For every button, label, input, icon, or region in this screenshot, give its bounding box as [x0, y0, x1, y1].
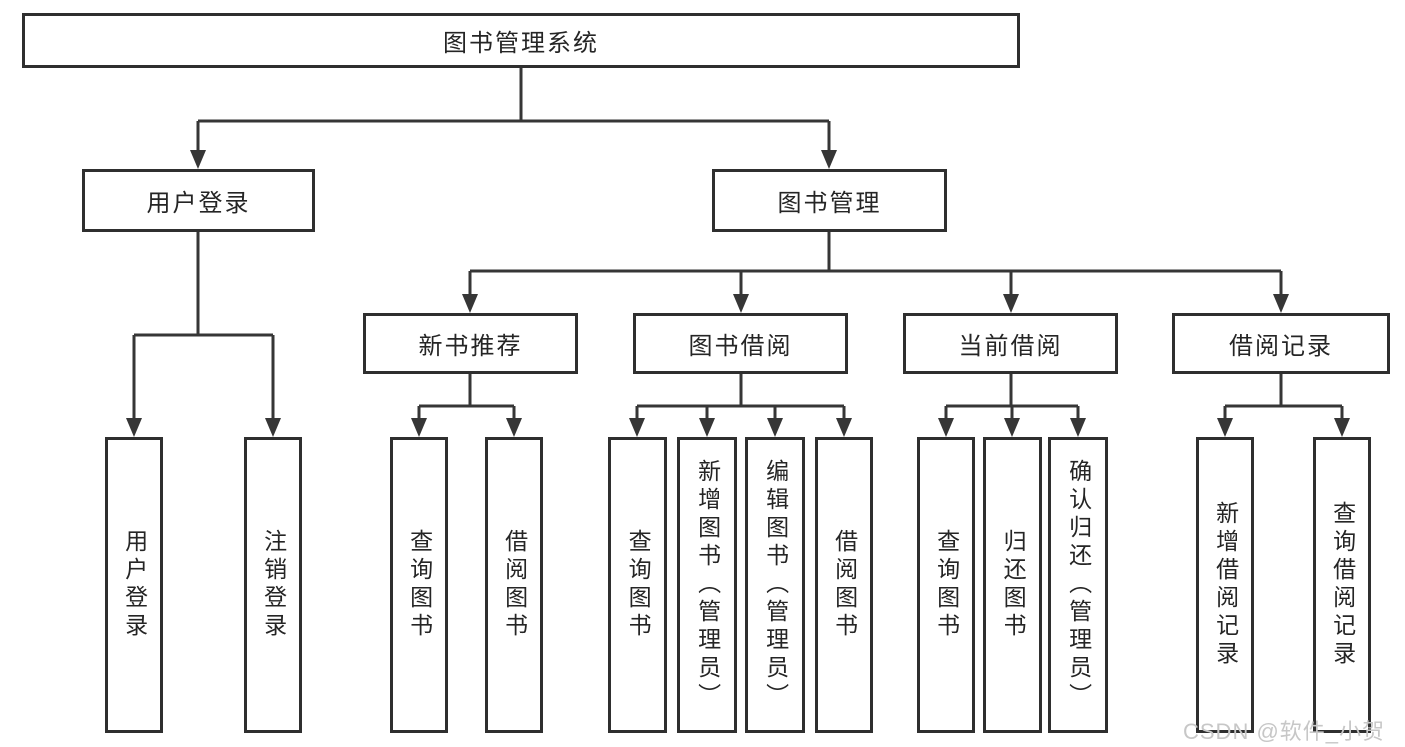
- leaf-edit-book-admin: 编辑图书（管理员）: [745, 437, 805, 733]
- arrowhead: [190, 150, 206, 169]
- leaf-query-books-recommend: 查询图书: [390, 437, 448, 733]
- leaf-borrow-books: 借阅图书: [815, 437, 873, 733]
- leaf-query-books-current: 查询图书: [917, 437, 975, 733]
- arrowhead: [938, 418, 954, 437]
- arrowhead: [462, 294, 478, 313]
- leaf-query-borrow-record: 查询借阅记录: [1313, 437, 1371, 733]
- arrowhead: [1070, 418, 1086, 437]
- leaf-return-book: 归还图书: [983, 437, 1042, 733]
- arrowhead: [836, 418, 852, 437]
- arrowhead: [1334, 418, 1350, 437]
- node-user-login: 用户登录: [82, 169, 315, 232]
- arrowhead: [1003, 294, 1019, 313]
- leaf-query-books-borrow: 查询图书: [608, 437, 667, 733]
- leaf-add-book-admin: 新增图书（管理员）: [677, 437, 737, 733]
- node-current-borrow: 当前借阅: [903, 313, 1118, 374]
- node-new-book-recommend: 新书推荐: [363, 313, 578, 374]
- arrowhead: [126, 418, 142, 437]
- node-book-borrow: 图书借阅: [633, 313, 848, 374]
- csdn-watermark: CSDN @软件_小贺同学: [1183, 719, 1386, 744]
- arrowhead: [265, 418, 281, 437]
- node-borrow-records: 借阅记录: [1172, 313, 1390, 374]
- leaf-borrow-books-recommend: 借阅图书: [485, 437, 543, 733]
- leaf-add-borrow-record: 新增借阅记录: [1196, 437, 1254, 733]
- node-book-management: 图书管理: [712, 169, 947, 232]
- arrowhead: [699, 418, 715, 437]
- arrowhead: [411, 418, 427, 437]
- arrowhead: [629, 418, 645, 437]
- arrowhead: [767, 418, 783, 437]
- arrowhead: [733, 294, 749, 313]
- node-library-system: 图书管理系统: [22, 13, 1020, 68]
- arrowhead: [506, 418, 522, 437]
- arrowhead: [1273, 294, 1289, 313]
- leaf-logout: 注销登录: [244, 437, 302, 733]
- leaf-user-login: 用户登录: [105, 437, 163, 733]
- leaf-confirm-return-admin: 确认归还（管理员）: [1048, 437, 1108, 733]
- arrowhead: [821, 150, 837, 169]
- arrowhead: [1004, 418, 1020, 437]
- arrowhead: [1217, 418, 1233, 437]
